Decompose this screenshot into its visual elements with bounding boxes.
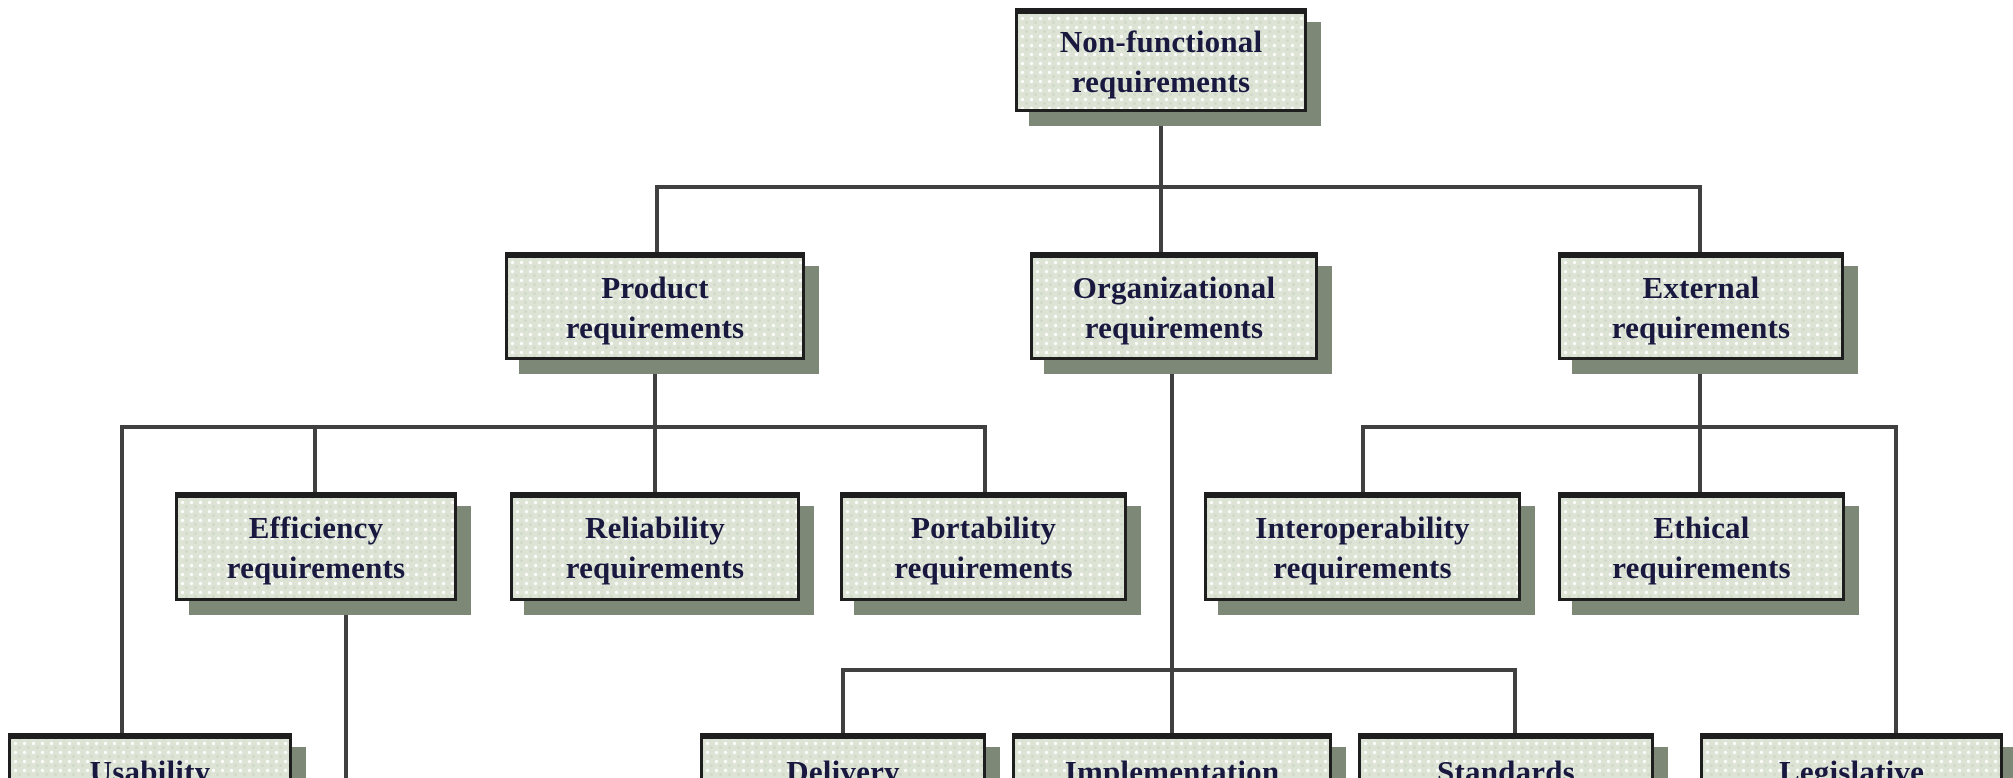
connector-line [1513,668,1517,733]
connector-line [120,425,124,733]
node-usability-requirements: Usability [8,733,292,778]
connector-line [1361,425,1365,492]
node-external-requirements: External requirements [1558,252,1844,360]
connector-line [1170,360,1174,733]
connector-line [653,360,657,425]
node-product-requirements: Product requirements [505,252,805,360]
connector-line [841,668,845,733]
connector-line [841,668,1517,672]
connector-line [655,185,1702,189]
connector-line [1159,112,1163,252]
node-efficiency-requirements: Efficiency requirements [175,492,457,601]
node-ethical-requirements: Ethical requirements [1558,492,1845,601]
node-delivery-requirements: Delivery [700,733,986,778]
connector-line [1698,360,1702,425]
connector-line [344,601,348,778]
node-reliability-requirements: Reliability requirements [510,492,800,601]
node-non-functional-requirements: Non-functional requirements [1015,8,1307,112]
connector-line [983,425,987,492]
connector-line [1698,425,1702,492]
connector-line [313,425,317,492]
node-implementation-requirements: Implementation [1012,733,1332,778]
node-interoperability-requirements: Interoperability requirements [1204,492,1521,601]
node-portability-requirements: Portability requirements [840,492,1127,601]
connector-line [1361,425,1898,429]
node-legislative-requirements: Legislative [1700,733,2003,778]
connector-line [1698,185,1702,252]
connector-line [1894,425,1898,733]
connector-line [120,425,987,429]
node-standards-requirements: Standards [1358,733,1654,778]
connector-line [653,425,657,492]
node-organizational-requirements: Organizational requirements [1030,252,1318,360]
connector-line [655,185,659,252]
